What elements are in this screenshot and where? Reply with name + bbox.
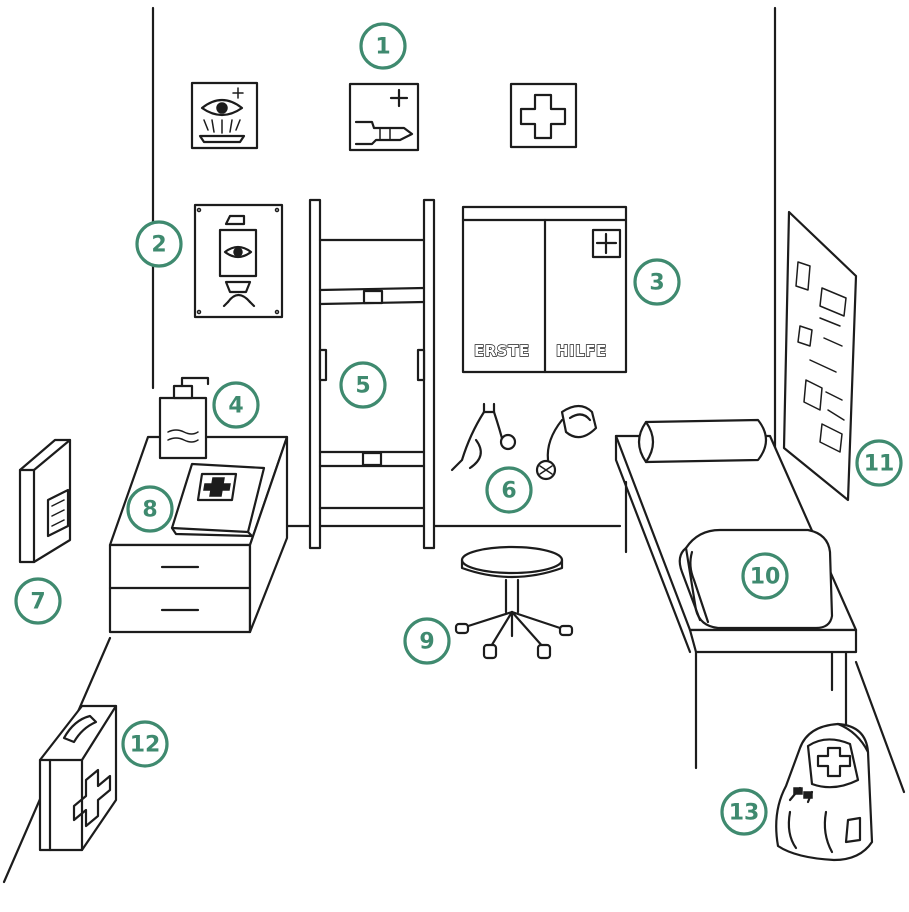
marker-6-label: 6 <box>501 479 516 504</box>
marker-2: 2 <box>137 222 181 266</box>
marker-1-label: 1 <box>375 35 390 60</box>
first-aid-cross-sign-icon <box>511 84 576 147</box>
instruction-poster-icon <box>784 212 856 500</box>
marker-8-label: 8 <box>142 498 157 523</box>
marker-3: 3 <box>635 260 679 304</box>
marker-13-label: 13 <box>729 801 760 826</box>
marker-12: 12 <box>123 722 167 766</box>
cabinet-label-erste: ERSTE <box>474 342 530 360</box>
cabinet-label-hilfe: HILFE <box>556 342 607 360</box>
marker-4-label: 4 <box>228 394 243 419</box>
blood-pressure-monitor-icon <box>537 406 596 479</box>
marker-8: 8 <box>128 487 172 531</box>
marker-1: 1 <box>361 24 405 68</box>
marker-10-label: 10 <box>750 565 781 590</box>
marker-11: 11 <box>857 441 901 485</box>
marker-9: 9 <box>405 619 449 663</box>
first-aid-backpack-icon <box>776 724 872 860</box>
marker-7: 7 <box>16 579 60 623</box>
marker-5: 5 <box>341 363 385 407</box>
first-aid-cabinet-icon: ERSTE HILFE <box>463 207 626 372</box>
eyewash-bottle-sign-icon <box>195 205 282 317</box>
first-aid-case-icon <box>40 706 116 850</box>
marker-5-label: 5 <box>355 374 370 399</box>
marker-9-label: 9 <box>419 630 434 655</box>
marker-7-label: 7 <box>30 590 45 615</box>
marker-2-label: 2 <box>151 233 166 258</box>
stool-icon <box>456 547 572 658</box>
number-markers: 1 2 3 4 5 6 7 8 9 10 11 12 13 <box>16 24 901 834</box>
marker-4: 4 <box>214 383 258 427</box>
first-aid-hand-sign-icon <box>350 84 418 150</box>
marker-10: 10 <box>743 554 787 598</box>
marker-13: 13 <box>722 790 766 834</box>
marker-6: 6 <box>487 468 531 512</box>
pillow-icon <box>639 420 766 462</box>
disinfectant-dispenser-icon <box>160 378 208 458</box>
eyewash-sign-icon <box>192 83 257 148</box>
marker-3-label: 3 <box>649 271 664 296</box>
wall-dispenser-icon <box>20 440 70 562</box>
marker-11-label: 11 <box>864 452 895 477</box>
marker-12-label: 12 <box>130 733 161 758</box>
stethoscope-icon <box>452 404 515 470</box>
